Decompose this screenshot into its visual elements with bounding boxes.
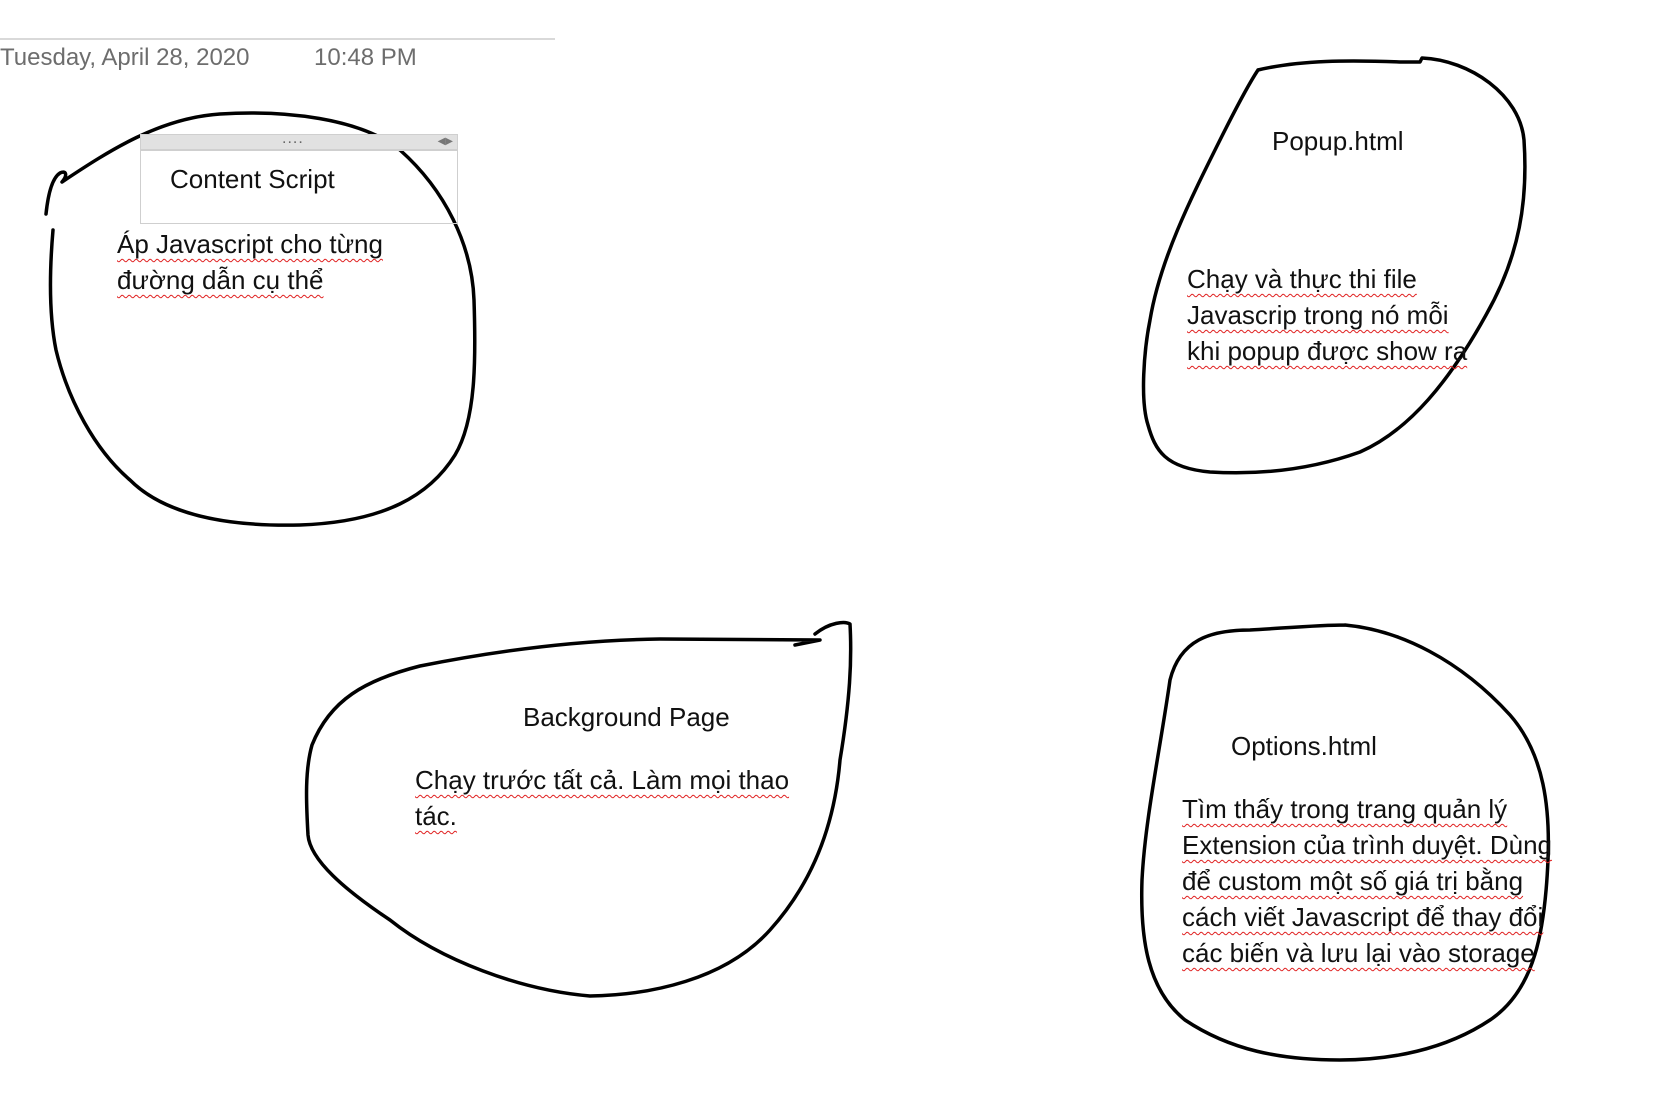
- note-title-options[interactable]: Options.html: [1231, 731, 1377, 761]
- note-title-background[interactable]: Background Page: [523, 702, 730, 732]
- note-container-content-script[interactable]: [140, 150, 458, 224]
- note-text-background[interactable]: Chạy trước tất cả. Làm mọi thao tác.: [415, 765, 790, 831]
- page-date: Tuesday, April 28, 2020: [0, 44, 250, 71]
- note-text-popup[interactable]: Chạy và thực thi file Javascrip trong nó…: [1187, 264, 1468, 366]
- page-title-rule: [0, 38, 555, 40]
- page-time: 10:48 PM: [314, 44, 417, 71]
- note-title-popup[interactable]: Popup.html: [1272, 126, 1404, 156]
- resize-arrows-icon[interactable]: ◀▶: [437, 136, 453, 147]
- note-text-content-script[interactable]: Áp Javascript cho từng đường dẫn cụ thể: [117, 229, 383, 295]
- note-title-content-script[interactable]: Content Script: [170, 164, 335, 194]
- drag-handle-icon[interactable]: ....: [282, 130, 304, 147]
- note-text-options[interactable]: Tìm thấy trong trang quản lý Extension c…: [1182, 794, 1553, 968]
- note-container-handle[interactable]: .... ◀▶: [140, 130, 458, 150]
